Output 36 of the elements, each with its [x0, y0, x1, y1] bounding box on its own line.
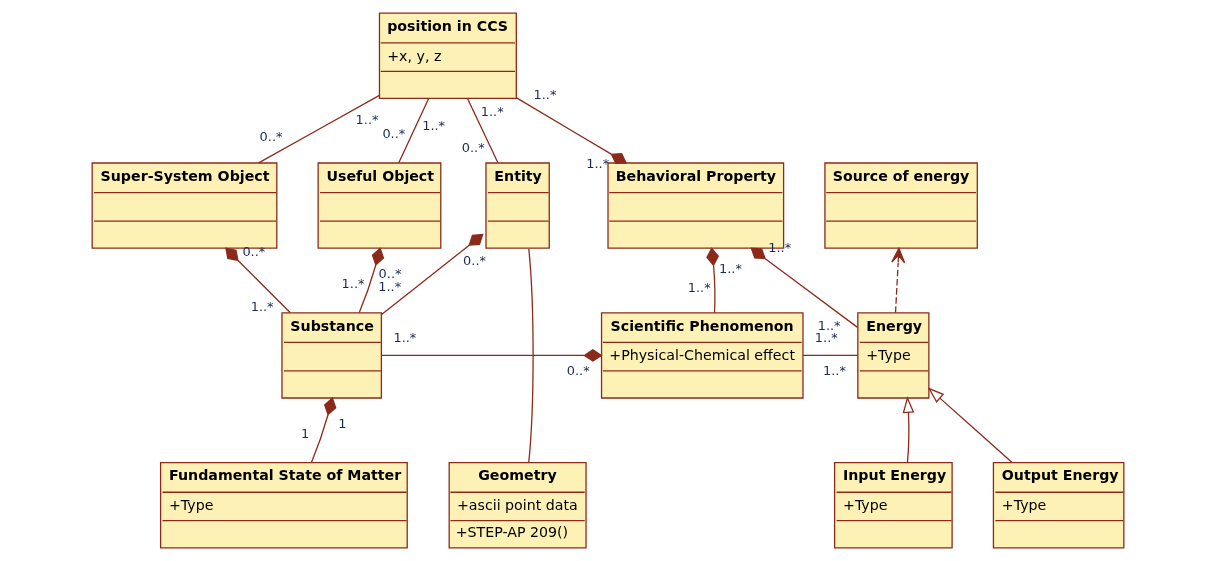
label: 1..* — [480, 103, 504, 119]
connector — [380, 233, 484, 316]
label: 1..* — [718, 260, 742, 276]
label: 0..* — [566, 362, 590, 378]
connector — [802, 354, 859, 357]
label: 1..* — [823, 362, 846, 378]
connector — [381, 348, 603, 362]
label: 0..* — [463, 253, 486, 269]
connector — [398, 97, 430, 164]
label: 1..* — [341, 276, 365, 292]
arrow — [902, 396, 915, 463]
label: 1..* — [250, 298, 274, 314]
connector — [310, 396, 337, 463]
label: 0..* — [461, 139, 485, 155]
label: 1..* — [817, 317, 841, 333]
arrow — [891, 247, 906, 314]
label: 1..* — [586, 156, 610, 172]
connector — [358, 247, 385, 314]
connector — [750, 247, 859, 329]
label: 1..* — [355, 112, 379, 128]
label: 1..* — [393, 330, 417, 346]
label: 0..* — [259, 128, 283, 144]
connector — [258, 94, 380, 164]
label: 0..* — [382, 125, 406, 141]
connector — [225, 247, 291, 314]
label: 1 — [301, 425, 310, 441]
label: 1 — [338, 415, 347, 431]
label: 1..* — [422, 117, 446, 133]
connector — [706, 247, 720, 314]
label: 1..* — [814, 330, 838, 346]
arrow — [927, 387, 1013, 464]
connector — [466, 97, 499, 164]
label: 1..* — [533, 87, 557, 103]
connector — [515, 97, 628, 165]
connector — [528, 248, 534, 463]
label: 1..* — [687, 279, 711, 295]
